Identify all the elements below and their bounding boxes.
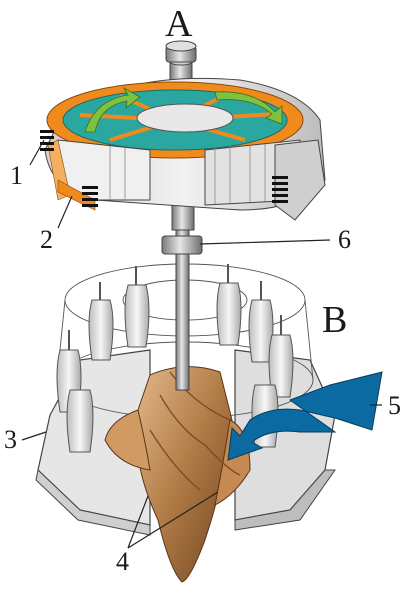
guide-vanes bbox=[56, 264, 294, 453]
leader-1 bbox=[29, 139, 45, 166]
label-6: 6 bbox=[338, 225, 351, 254]
generator bbox=[40, 40, 326, 221]
leader-4a bbox=[127, 495, 149, 549]
leader-4b bbox=[127, 491, 219, 549]
label-4: 4 bbox=[116, 547, 129, 576]
label-A: A bbox=[165, 3, 193, 45]
water-inflow-arrow bbox=[227, 371, 383, 461]
label-1: 1 bbox=[10, 161, 23, 190]
leader-3 bbox=[21, 431, 47, 441]
rotation-arrow-left bbox=[84, 86, 141, 133]
leader-lines bbox=[21, 139, 382, 549]
label-3: 3 bbox=[4, 425, 17, 454]
rotation-arrow-right bbox=[214, 91, 283, 125]
label-5: 5 bbox=[388, 391, 401, 420]
leader-6 bbox=[199, 239, 331, 245]
label-B: B bbox=[322, 299, 347, 341]
label-2: 2 bbox=[40, 225, 53, 254]
leader-2 bbox=[57, 195, 73, 229]
